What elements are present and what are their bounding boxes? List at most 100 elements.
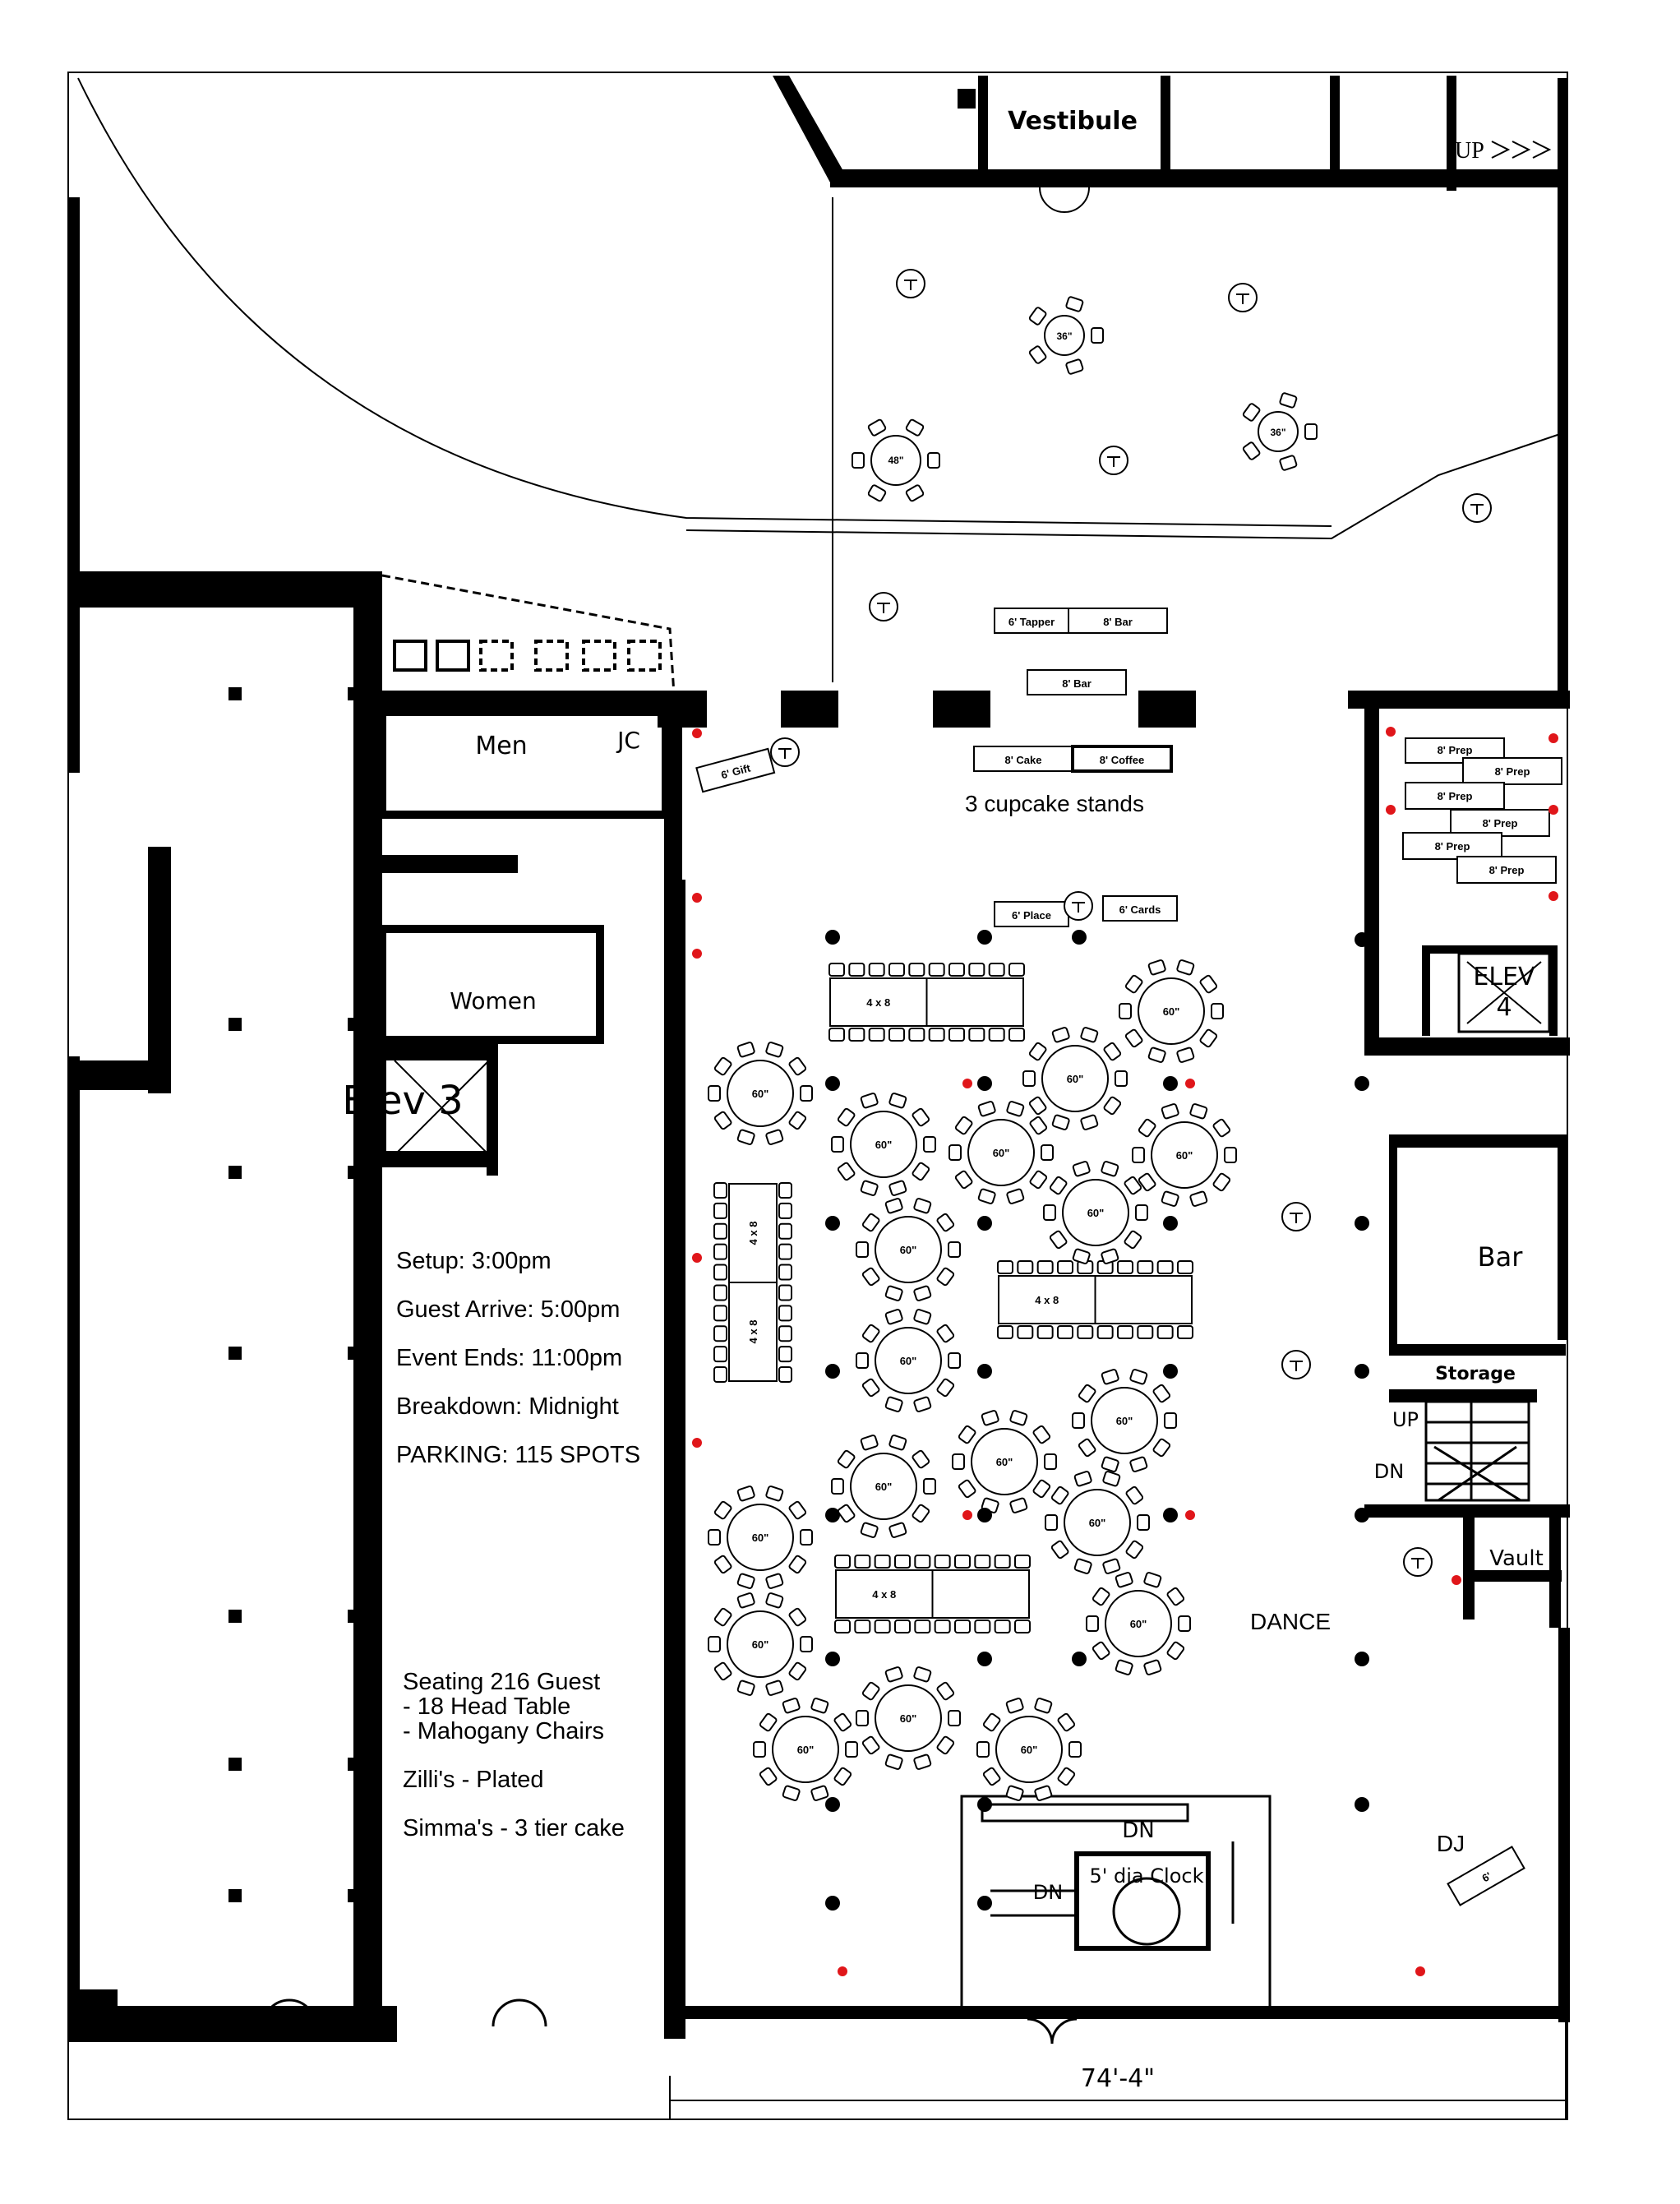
chair	[1212, 1118, 1231, 1138]
chair	[884, 1396, 903, 1412]
chair	[788, 1056, 807, 1076]
vestibule-door[interactable]	[1039, 187, 1090, 213]
chair	[1212, 1172, 1231, 1192]
head-table-label: 4 x 8	[1035, 1294, 1059, 1306]
top-walls	[773, 76, 1568, 695]
hall-door[interactable]	[492, 1998, 547, 2027]
chair	[736, 1042, 755, 1058]
chair	[913, 1753, 932, 1770]
round-table-60: 60"	[708, 1042, 813, 1145]
column-marker	[825, 1508, 840, 1522]
table-top	[1138, 977, 1205, 1045]
elev4-cross	[1466, 961, 1542, 1024]
note-guest-arrive: Guest Arrive: 5:00pm	[396, 1296, 620, 1323]
table-size-label: 60"	[1176, 1149, 1193, 1162]
chair	[1009, 1497, 1028, 1513]
chair	[884, 1309, 903, 1325]
round-table-60: 60"	[753, 1698, 858, 1801]
chair	[1051, 1114, 1070, 1130]
event-schedule: Setup: 3:00pm Guest Arrive: 5:00pm Event…	[396, 1248, 640, 1468]
table-size-label: 60"	[1163, 1005, 1180, 1018]
high-top-table	[1099, 446, 1128, 475]
chair	[977, 1101, 996, 1117]
chair	[1080, 1027, 1099, 1043]
chair	[708, 1636, 721, 1652]
chair	[708, 1085, 721, 1102]
chair	[1102, 1471, 1121, 1487]
high-top-table	[869, 592, 898, 621]
table-size-label: 60"	[875, 1139, 893, 1151]
column-marker	[825, 1797, 840, 1812]
table-size-label: 60"	[752, 1532, 769, 1544]
chair	[1166, 1587, 1185, 1606]
table-size-label: 60"	[797, 1744, 815, 1756]
chair	[1043, 1204, 1056, 1221]
chair	[1176, 1047, 1195, 1063]
red-marker	[692, 893, 702, 903]
chair	[1022, 1070, 1036, 1087]
chair	[1135, 1204, 1148, 1221]
event-details: Seating 216 Guest - 18 Head Table - Maho…	[403, 1669, 625, 1841]
round-table-60: 60"	[708, 1486, 813, 1589]
table-dj: 6'	[1447, 1846, 1525, 1906]
table-size-label: 60"	[1087, 1207, 1105, 1219]
chair	[884, 1753, 903, 1770]
table-size-label: 60"	[900, 1712, 917, 1725]
chair	[1092, 1587, 1110, 1606]
high-top-table	[1228, 283, 1258, 312]
chair	[1115, 1572, 1133, 1588]
chair	[1041, 1144, 1054, 1161]
chair	[860, 1435, 879, 1451]
head-table-label: 4 x 8	[866, 996, 890, 1009]
chair	[782, 1698, 801, 1714]
chair	[708, 1529, 721, 1546]
chair	[884, 1198, 903, 1214]
chair	[948, 1710, 961, 1726]
chair	[1049, 1176, 1068, 1195]
chair	[1050, 1486, 1069, 1505]
chair	[1176, 959, 1195, 976]
chair	[936, 1324, 955, 1343]
chair	[936, 1681, 955, 1701]
bottom-door[interactable]	[1027, 2017, 1078, 2045]
chair	[1073, 1558, 1092, 1574]
note-setup: Setup: 3:00pm	[396, 1248, 552, 1274]
round-table-60: 60"	[976, 1698, 1082, 1801]
chair	[913, 1285, 932, 1301]
table-size-label: 60"	[1067, 1073, 1084, 1085]
column-marker	[1355, 1652, 1369, 1666]
chair	[905, 418, 925, 437]
table-size-label: 60"	[1089, 1517, 1106, 1529]
restroom-walls	[378, 708, 670, 1163]
column-marker	[1355, 1076, 1369, 1091]
round-table-60: 60"	[952, 1410, 1057, 1513]
chair	[736, 1129, 755, 1145]
chair	[1086, 1615, 1099, 1632]
chair	[765, 1042, 784, 1058]
chair	[1129, 1369, 1148, 1385]
chair	[1091, 327, 1104, 344]
chair	[765, 1486, 784, 1502]
chair	[1045, 1514, 1058, 1531]
chair	[1161, 1103, 1179, 1120]
table-prep-2: 8' Prep	[1462, 757, 1562, 785]
table-gift: 6' Gift	[695, 747, 776, 793]
column-marker	[825, 1364, 840, 1379]
chair	[1199, 974, 1218, 994]
head-table-label: 4 x 8	[747, 1320, 759, 1344]
chair	[1147, 1047, 1166, 1063]
chair	[1103, 1096, 1122, 1116]
chair	[831, 1478, 844, 1495]
chair	[861, 1213, 880, 1232]
chair	[1143, 1659, 1162, 1675]
left-wing-door[interactable]	[261, 1998, 317, 2027]
round-table-60: 60"	[708, 1592, 813, 1696]
service-tables: 6' Tapper 8' Bar 8' Bar 8' Cake 8' Coffe…	[695, 608, 1562, 1906]
hall-columns	[825, 930, 1369, 1911]
chair	[948, 1352, 961, 1369]
svg-text:8' Prep: 8' Prep	[1483, 817, 1518, 829]
chair	[1103, 1042, 1122, 1061]
column-marker	[1163, 1216, 1178, 1231]
round-table-60: 60"	[1132, 1103, 1237, 1207]
column-marker	[825, 1652, 840, 1666]
